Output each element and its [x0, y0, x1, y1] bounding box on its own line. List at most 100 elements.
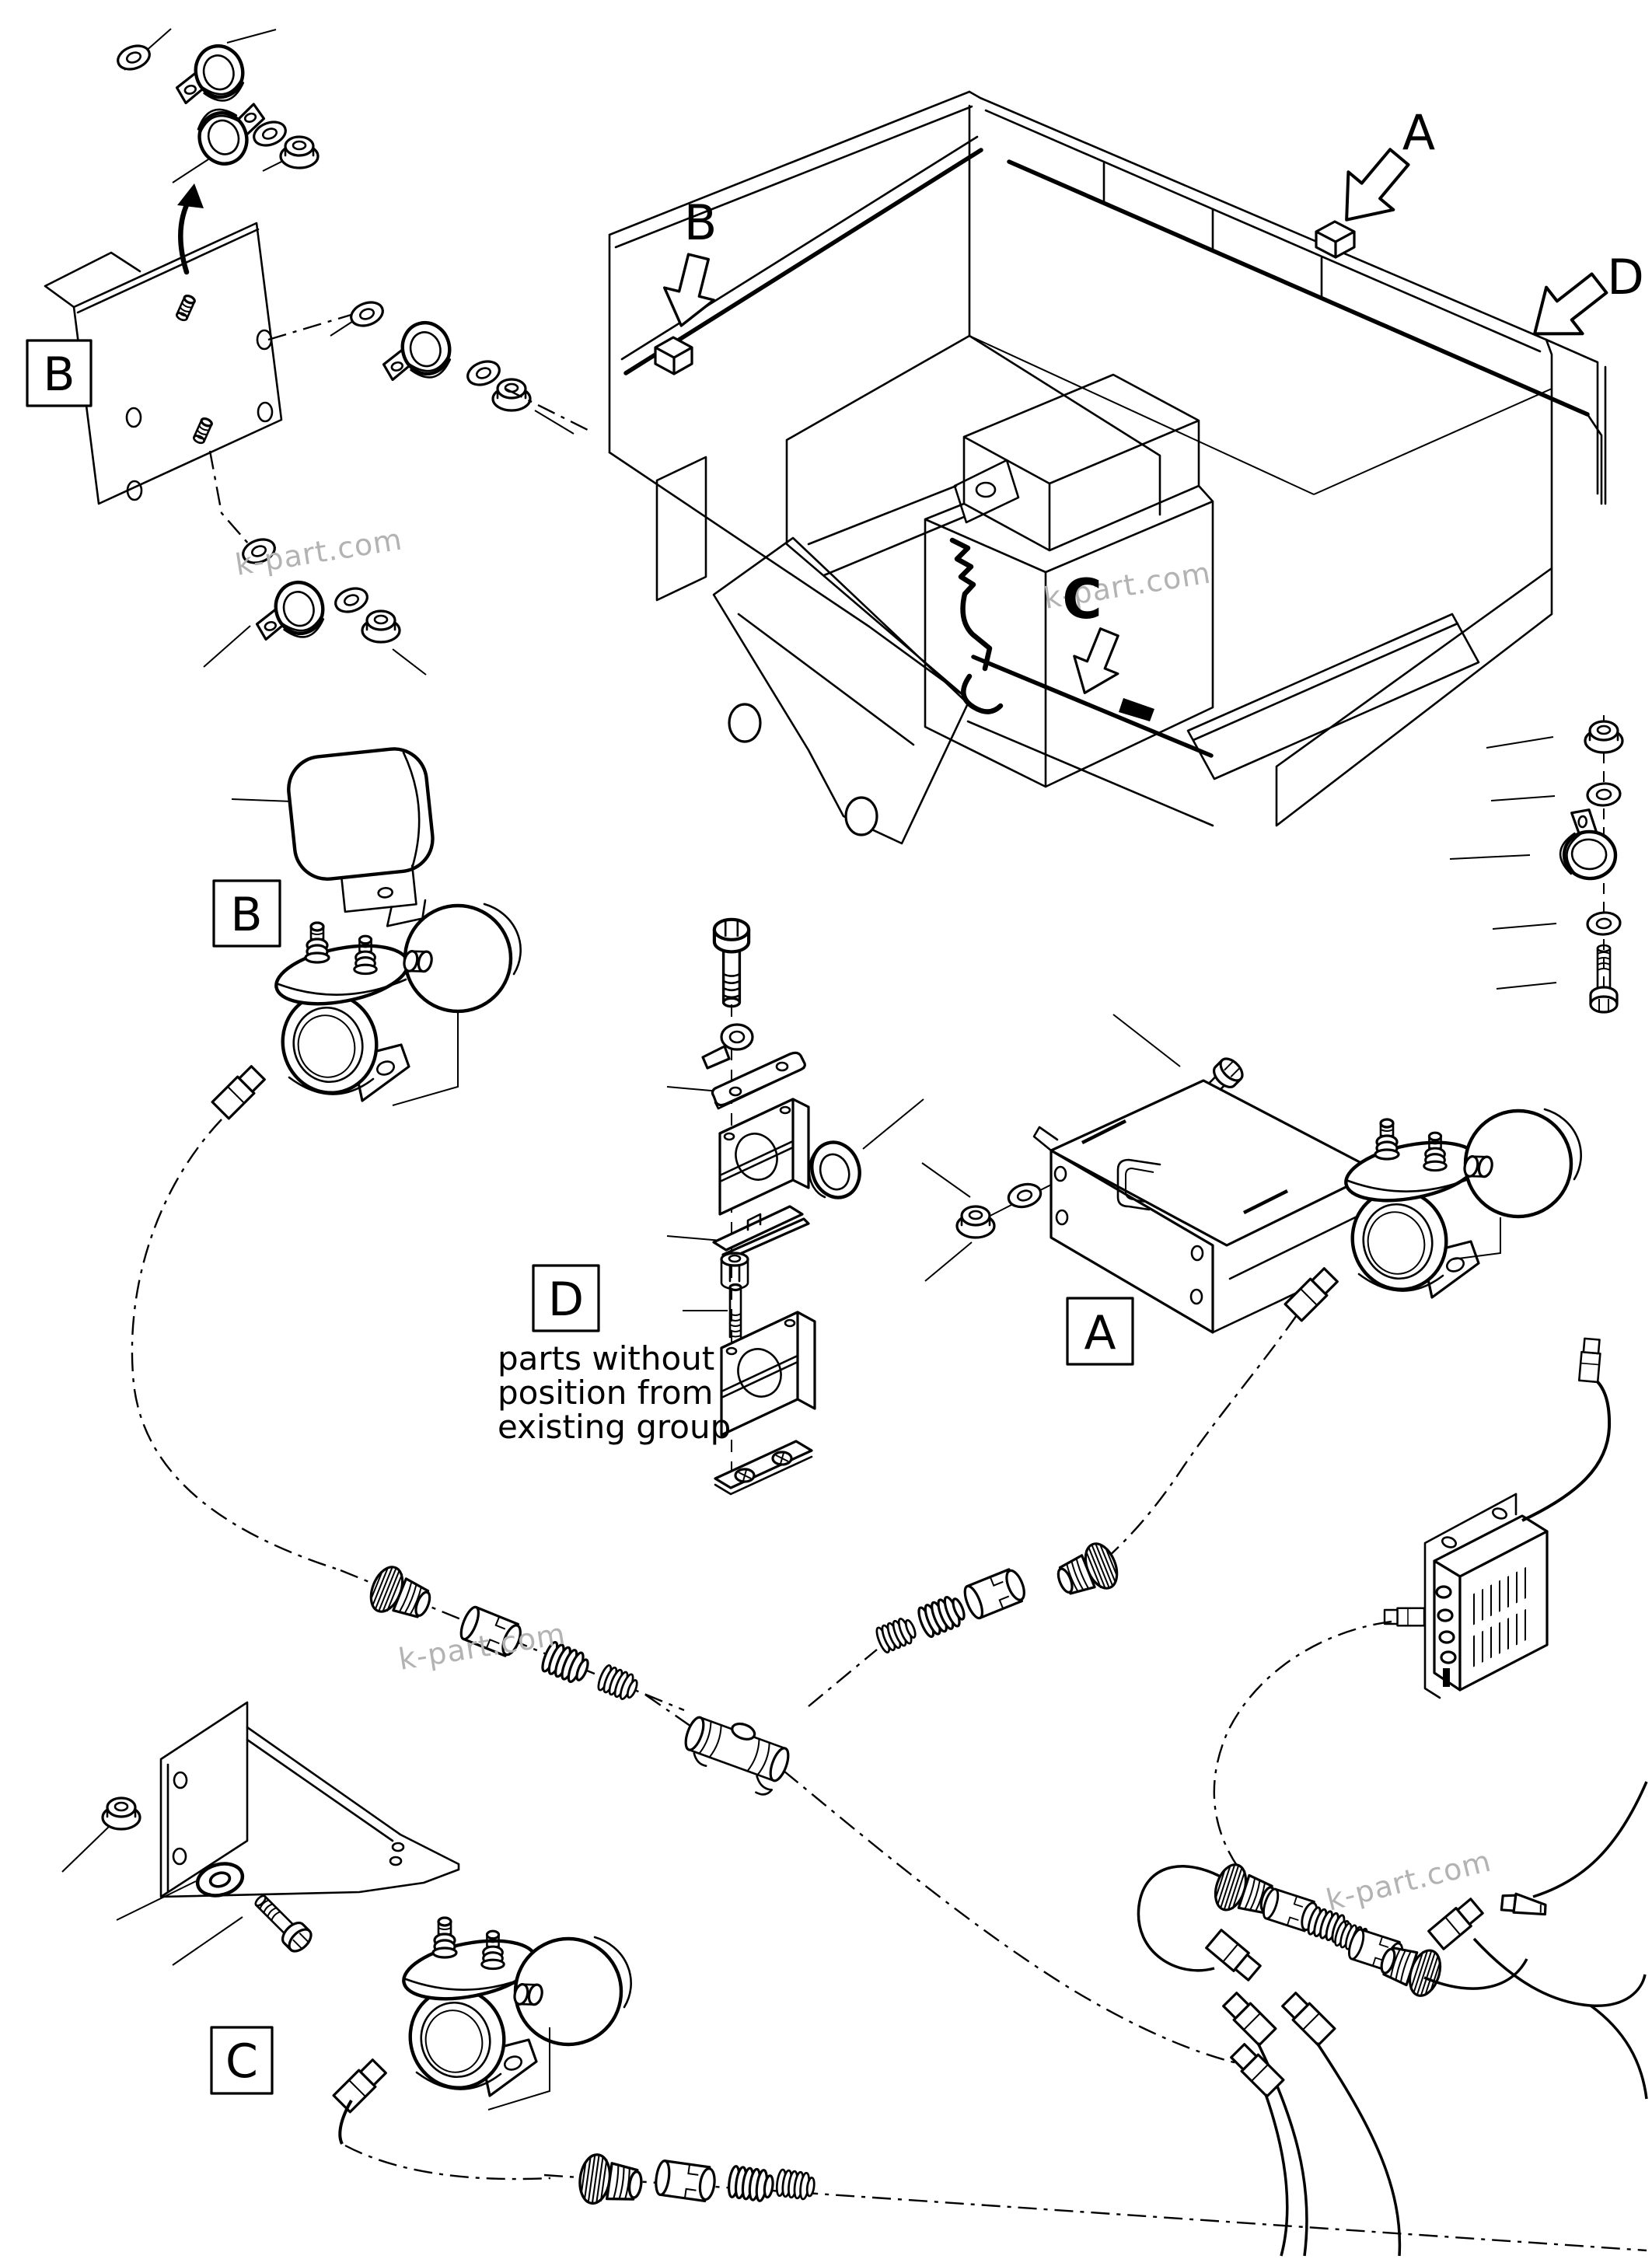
horn-assembly	[271, 923, 413, 1103]
cable-route	[344, 2144, 551, 2180]
knurled-connector	[575, 2151, 646, 2212]
l-bracket	[1032, 1079, 1379, 1334]
cable-route	[1213, 1620, 1392, 1882]
view-arrow-a: A	[1322, 104, 1435, 241]
arrow-label-d: D	[1607, 249, 1644, 306]
clamp-block-lower	[720, 1311, 816, 1437]
ball-cover	[1462, 1109, 1580, 1217]
flange-nut	[101, 1796, 141, 1831]
note-line-1: parts without	[498, 1339, 714, 1377]
p-clamp	[169, 40, 249, 111]
a-group-bracket	[921, 1014, 1379, 1560]
note-line-3: existing group	[498, 1408, 731, 1446]
section-label-box-b-mid: B	[212, 879, 281, 948]
connector-port	[1435, 1585, 1452, 1599]
section-label-text: D	[548, 1273, 584, 1327]
connector-boot	[725, 2164, 777, 2204]
base-plate	[714, 1440, 813, 1496]
bracket-plate-b	[44, 222, 354, 545]
connector-boot	[595, 1663, 641, 1704]
box-cable	[1521, 1376, 1612, 1522]
watermark: k-part.com	[233, 522, 405, 582]
section-label-box-d: D	[532, 1264, 600, 1332]
washer	[1585, 910, 1622, 937]
rail-block-b	[654, 336, 693, 375]
block-arrow-icon	[1514, 258, 1619, 359]
arrow-label-a: A	[1402, 104, 1435, 161]
section-label-text: C	[225, 2034, 258, 2089]
horn-group-a	[1341, 1109, 1581, 1300]
knurled-connector	[1050, 1538, 1125, 1606]
section-label-text: A	[1084, 1306, 1116, 1360]
cable-plug	[332, 2056, 389, 2114]
cable-route	[1105, 1315, 1298, 1560]
eyelet-tab	[701, 1023, 754, 1070]
cover-plate	[711, 1051, 806, 1110]
hex-bolt	[714, 920, 749, 1007]
note-text: parts without position from existing gro…	[498, 1339, 731, 1446]
horn-group-c	[332, 1918, 631, 2180]
ball-cover	[512, 1937, 630, 2044]
section-label-box-b-top: B	[26, 339, 93, 407]
control-box	[1213, 1337, 1612, 1882]
threaded-stud	[728, 1283, 742, 1339]
d-group-stack	[666, 920, 924, 1496]
coupling-nut	[720, 1252, 749, 1290]
cable-plug	[1220, 1989, 1277, 2047]
harness-cluster	[1137, 1781, 1648, 2257]
washer	[1585, 780, 1622, 808]
cable-plug	[211, 1063, 268, 1120]
connector-chain-left	[340, 1561, 704, 1736]
cable-plug	[1205, 1929, 1263, 1984]
cable-plug	[1383, 1607, 1426, 1627]
flange-nut	[279, 135, 320, 169]
view-arrow-c: C	[1061, 567, 1133, 704]
connector-port	[1437, 1608, 1454, 1622]
p-clamp	[1559, 808, 1619, 881]
harness-cable-bold	[949, 537, 993, 672]
section-label-text: B	[230, 888, 262, 942]
block-arrow-icon	[1061, 622, 1133, 704]
connector-boot	[774, 2167, 817, 2201]
cable-route	[131, 1119, 337, 1570]
horn-group-b	[131, 904, 521, 1570]
cable-plug	[1279, 1989, 1336, 2047]
set-screw	[174, 293, 197, 323]
arrow-label-c: C	[1062, 567, 1102, 631]
arrow-label-b: B	[684, 194, 718, 251]
ball-cover	[402, 904, 520, 1011]
hex-bolt	[247, 1887, 316, 1957]
gusset-bracket	[61, 1701, 460, 1966]
right-fastener-column	[1449, 715, 1624, 1014]
cable-route	[783, 1770, 1260, 2069]
section-label-box-a: A	[1066, 1297, 1134, 1366]
t-connector	[675, 1706, 796, 1801]
washer	[113, 40, 155, 75]
cable-plug	[1577, 1337, 1603, 1384]
vent-slots	[1473, 1566, 1526, 1667]
view-arrow-d: D	[1514, 249, 1644, 359]
clamp-group-lower	[203, 534, 427, 676]
connector-boot	[914, 1591, 969, 1640]
clamp-block-upper	[718, 1098, 810, 1216]
leaf-plate	[712, 1205, 810, 1261]
machine-body	[608, 90, 1607, 845]
section-label-box-c: C	[210, 2026, 274, 2095]
slot-port	[1443, 1668, 1450, 1687]
flange-nut	[955, 1205, 996, 1239]
section-label-text: B	[43, 347, 75, 402]
knurled-connector	[363, 1561, 438, 1629]
rail-block-a	[1315, 220, 1356, 259]
connector-chain-bottom	[543, 2151, 1647, 2252]
set-screw	[191, 416, 215, 446]
washer	[1004, 1179, 1045, 1212]
cable-plug	[1228, 2041, 1285, 2098]
work-light	[231, 747, 435, 927]
flange-nut	[1584, 720, 1624, 754]
connector-port	[1440, 1650, 1457, 1664]
horn-assembly	[1341, 1119, 1483, 1300]
view-arrow-b: B	[655, 194, 725, 333]
connector-port	[1438, 1630, 1455, 1644]
